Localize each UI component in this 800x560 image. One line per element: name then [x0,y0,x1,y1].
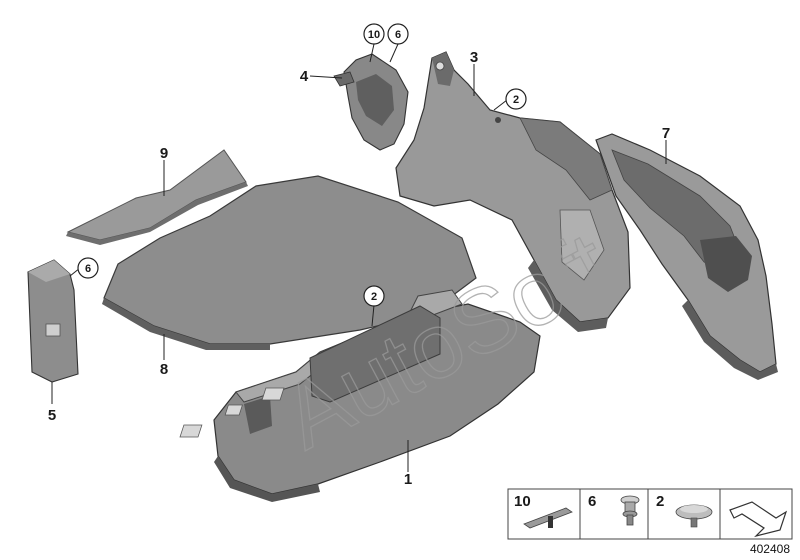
part-5-side-cover [27,259,79,383]
callout-2-mid-text: 2 [371,291,377,303]
push-rivet-icon [620,495,640,526]
callout-2-top-text: 2 [513,94,519,106]
label-part-5: 5 [48,407,56,424]
callout-6-left-text: 6 [85,263,91,275]
expanding-rivet-icon [675,504,713,528]
callout-6-top: 6 [387,23,409,45]
callout-6-top-text: 6 [395,29,401,41]
label-part-8: 8 [160,361,168,378]
callout-10-top-text: 10 [368,29,380,41]
part-4-bracket [333,53,409,151]
legend-label-2: 2 [656,493,664,510]
part-labels: 1 3 4 5 7 8 9 [48,49,670,488]
part-1-lower-tray [179,289,541,502]
callout-6-left: 6 [77,257,99,279]
label-part-7: 7 [662,125,670,142]
direction-arrow-icon [729,501,788,538]
label-part-4: 4 [300,68,309,85]
legend-label-6: 6 [588,493,596,510]
callout-2-top: 2 [505,88,527,110]
label-part-9: 9 [160,145,168,162]
callout-10-top: 10 [363,23,385,45]
edge-clip-icon [523,507,573,529]
legend-label-10: 10 [514,493,531,510]
callout-2-mid: 2 [363,285,385,307]
callouts: 10 6 2 6 2 [77,23,527,307]
part-7-right-trim [595,133,778,380]
diagram-number: 402408 [750,542,790,556]
part-8-floor-panel [102,175,477,350]
fastener-legend: 10 6 2 [507,488,793,540]
label-part-1: 1 [404,471,412,488]
leader-lines [51,43,667,472]
label-part-3: 3 [470,49,478,66]
part-9-mat-strip [66,149,248,245]
part-3-side-trim [395,51,631,332]
